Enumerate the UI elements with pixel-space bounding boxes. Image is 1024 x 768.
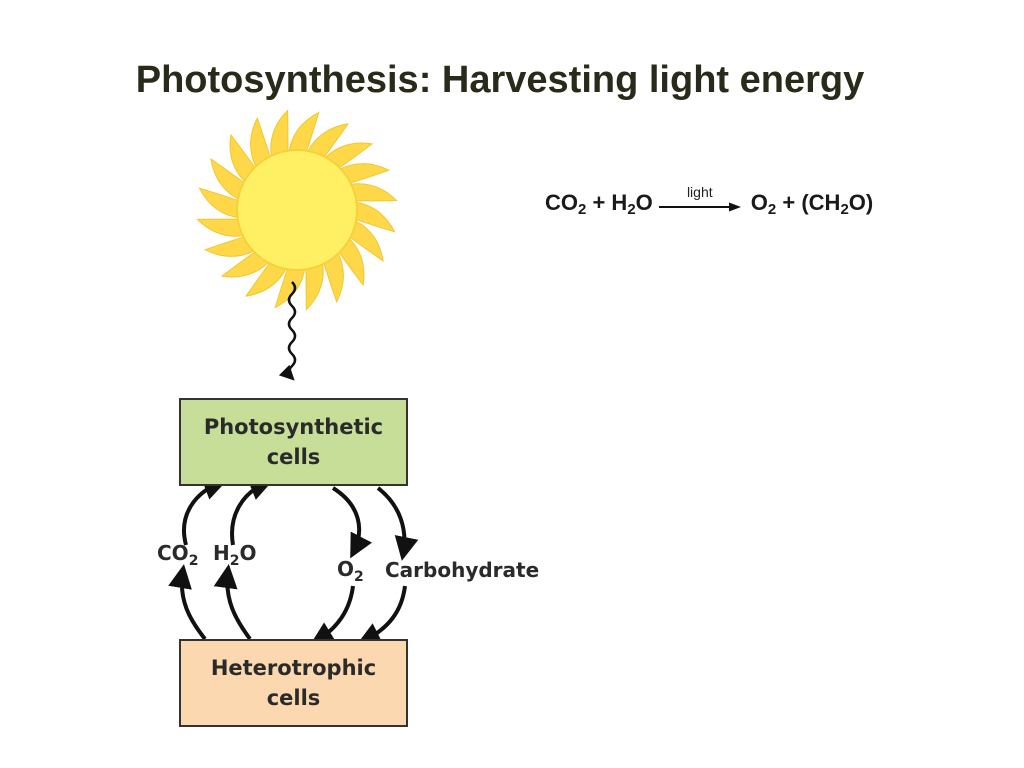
sun-ray <box>305 259 324 311</box>
heterotrophic-cells-label: Heterotrophic cells <box>210 655 377 710</box>
eq-reactant-co2: CO2 <box>545 190 587 218</box>
h2o-label: H2O <box>213 541 257 569</box>
arrow-h2o-up-bottom <box>213 564 252 641</box>
eq-plus: + <box>776 190 802 215</box>
sun-core <box>236 149 358 271</box>
arrow-label: light <box>686 184 713 201</box>
sun-ray <box>250 116 272 171</box>
sun-ray <box>346 183 398 202</box>
sun-ray <box>210 158 248 202</box>
arrow-o2-down-bottom <box>309 585 355 646</box>
arrow-right-icon <box>658 202 741 212</box>
slide-title: Photosynthesis: Harvesting light energy <box>135 59 865 101</box>
arrow-co2-up-bottom <box>168 564 207 641</box>
eq-product-o2: O2 <box>750 190 777 218</box>
arrow-h2o-up-top <box>230 477 274 546</box>
sun-ray <box>336 163 391 185</box>
co2-label: CO2 <box>157 541 199 569</box>
reaction-arrow: light <box>658 184 741 216</box>
sun-ray <box>288 111 320 156</box>
sun-ray <box>346 218 384 262</box>
sun-ray <box>274 264 306 309</box>
carbohydrate-label: Carbohydrate <box>385 558 540 582</box>
sun-ray <box>196 218 248 237</box>
eq-product-ch2o: (CH2O) <box>801 190 874 218</box>
eq-plus: + <box>586 190 612 215</box>
sun-rays <box>196 109 398 311</box>
sun-icon <box>196 109 398 311</box>
arrow-carbohydrate-down-bottom <box>356 585 407 645</box>
o2-label: O2 <box>337 557 364 585</box>
sun-ray <box>305 123 349 161</box>
eq-reactant-h2o: H2O <box>611 190 653 218</box>
arrow-o2-down-top <box>331 486 372 559</box>
sun-ray <box>270 109 289 161</box>
photosynthetic-cells-label: Photosynthetic cells <box>203 414 384 469</box>
arrow-co2-up-top <box>182 477 228 546</box>
sun-ray <box>351 201 396 233</box>
light-wave-icon <box>278 281 297 381</box>
photosynthesis-equation: CO2 + H2O light O2 + (CH2O) <box>545 184 874 218</box>
sun-ray <box>322 249 344 304</box>
sun-ray <box>203 235 258 257</box>
arrow-carbohydrate-down-top <box>376 486 419 561</box>
heterotrophic-cells-box: Heterotrophic cells <box>179 639 408 727</box>
sun-ray <box>245 259 289 297</box>
photosynthetic-cells-box: Photosynthetic cells <box>179 398 408 486</box>
sun-ray <box>198 187 243 219</box>
